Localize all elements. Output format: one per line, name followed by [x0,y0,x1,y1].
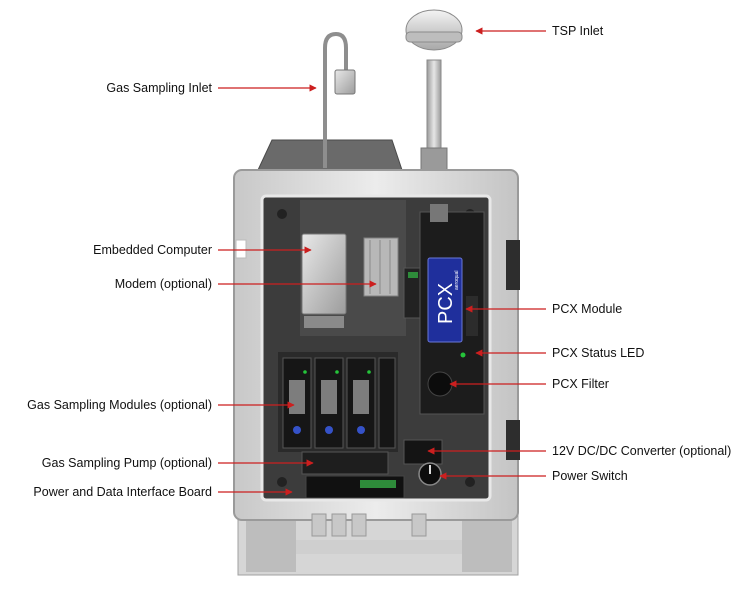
embedded-computer-unit [301,233,347,315]
gas-sampling-modules-group [278,352,398,452]
callout-label: Gas Sampling Modules (optional) [27,398,212,412]
callout-gas-sampling-pump: Gas Sampling Pump (optional) [42,456,314,470]
base-leg-right [462,520,512,572]
gas-module-sensor [321,380,337,414]
tsp-inlet-dome [405,9,463,51]
callout-power-switch: Power Switch [439,469,628,483]
gas-module-led [367,370,371,374]
enclosure-side-latch-right [506,240,520,290]
base-rail [296,540,462,554]
pcx-module-top-fitting [430,204,448,222]
pcx-badge-small-text: aeroqual [454,271,460,290]
pcx-filter-housing [427,371,453,397]
callout-label: TSP Inlet [552,24,604,38]
pcx-status-led-light [460,352,466,358]
callout-label: Gas Sampling Inlet [106,81,212,95]
callout-label: PCX Filter [552,377,609,391]
callout-embedded-computer: Embedded Computer [93,243,312,257]
callout-label: Power and Data Interface Board [33,485,212,499]
enclosure-side-latch-right-lower [506,420,520,460]
modem-unit [363,237,399,297]
gas-module-sensor [353,380,369,414]
callout-label: Modem (optional) [115,277,212,291]
gas-inlet-tube [323,31,348,168]
enclosure-side-latch-left [235,239,247,259]
panel-screw [465,477,475,487]
panel-screw [277,477,287,487]
callout-pcx-status-led: PCX Status LED [475,346,644,360]
callout-gas-sampling-inlet: Gas Sampling Inlet [106,81,317,95]
callouts-right: TSP Inlet PCX Module PCX Status LED PCX … [427,24,731,483]
tsp-inlet-collar [420,147,448,171]
cable-gland [411,513,427,537]
callout-dcdc-converter: 12V DC/DC Converter (optional) [427,444,731,458]
tsp-inlet-dome-rim [405,31,463,43]
connector-green [408,272,418,278]
gas-inlet-fitting [334,69,356,95]
callout-label: PCX Status LED [552,346,644,360]
base-leg-left [246,520,296,572]
gas-module-port [357,426,365,434]
gas-module-sensor [289,380,305,414]
callout-label: PCX Module [552,302,622,316]
top-hood [257,139,403,171]
gas-module-led [303,370,307,374]
board-terminal-green [360,480,396,488]
callout-label: 12V DC/DC Converter (optional) [552,444,731,458]
gas-module-port [293,426,301,434]
callout-label: Gas Sampling Pump (optional) [42,456,212,470]
callout-label: Embedded Computer [93,243,212,257]
panel-screw [277,209,287,219]
callout-modem: Modem (optional) [115,277,377,291]
pcx-badge-text: PCX [435,283,457,324]
callout-pcx-module: PCX Module [465,302,622,316]
pcx-module-grille [466,296,478,336]
callout-pcx-filter: PCX Filter [449,377,609,391]
pcx-badge [427,257,463,343]
gas-sampling-pump-unit [301,451,389,475]
dcdc-converter-unit [403,439,443,465]
cable-gland [331,513,347,537]
callout-tsp-inlet: TSP Inlet [475,24,604,38]
device-illustration: PCX aeroqual [233,9,520,576]
cable-gland [351,513,367,537]
callout-gas-sampling-modules: Gas Sampling Modules (optional) [27,398,295,412]
callout-label: Power Switch [552,469,628,483]
callouts-left: Gas Sampling Inlet Embedded Computer Mod… [27,81,377,499]
gas-module [378,357,396,449]
gas-module-port [325,426,333,434]
cable-gland [311,513,327,537]
embedded-computer-base [304,316,344,328]
gas-module-led [335,370,339,374]
callout-power-data-board: Power and Data Interface Board [33,485,293,499]
